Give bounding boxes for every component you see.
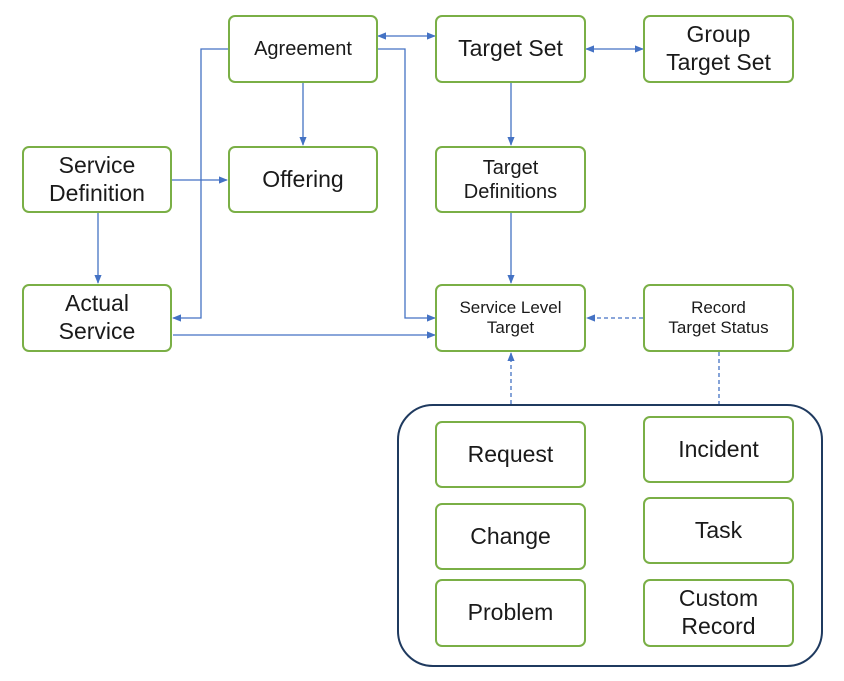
node-record-target-status-label: Record Target Status [668, 297, 769, 337]
node-change-label: Change [470, 522, 551, 549]
node-incident-label: Incident [678, 435, 759, 462]
node-request-label: Request [467, 440, 554, 467]
node-incident[interactable]: Incident [643, 416, 794, 483]
node-target-set[interactable]: Target Set [435, 15, 586, 83]
node-offering[interactable]: Offering [228, 146, 378, 213]
node-custom-record[interactable]: Custom Record [643, 579, 794, 647]
arrow-agreement-actual [172, 48, 228, 322]
node-problem-label: Problem [467, 599, 554, 626]
node-request[interactable]: Request [435, 421, 586, 488]
node-problem[interactable]: Problem [435, 579, 586, 647]
node-target-definitions[interactable]: Target Definitions [435, 146, 586, 213]
node-group-target-set-label: Group Target Set [666, 21, 771, 75]
node-change[interactable]: Change [435, 503, 586, 570]
node-service-level-target-label: Service Level Target [459, 297, 562, 337]
node-service-definition-label: Service Definition [49, 151, 145, 206]
node-actual-service[interactable]: Actual Service [22, 284, 172, 352]
node-task-label: Task [694, 516, 743, 543]
node-task[interactable]: Task [643, 497, 794, 564]
node-actual-service-label: Actual Service [58, 290, 136, 344]
node-agreement-label: Agreement [254, 38, 352, 60]
node-service-definition[interactable]: Service Definition [22, 146, 172, 213]
node-service-level-target[interactable]: Service Level Target [435, 284, 586, 352]
node-custom-record-label: Custom Record [678, 585, 759, 639]
node-group-target-set[interactable]: Group Target Set [643, 15, 794, 83]
arrow-agreement-slt [378, 48, 436, 322]
node-offering-label: Offering [262, 165, 344, 192]
node-agreement[interactable]: Agreement [228, 15, 378, 83]
node-record-target-status[interactable]: Record Target Status [643, 284, 794, 352]
node-target-definitions-label: Target Definitions [463, 156, 558, 203]
node-target-set-label: Target Set [458, 35, 563, 62]
